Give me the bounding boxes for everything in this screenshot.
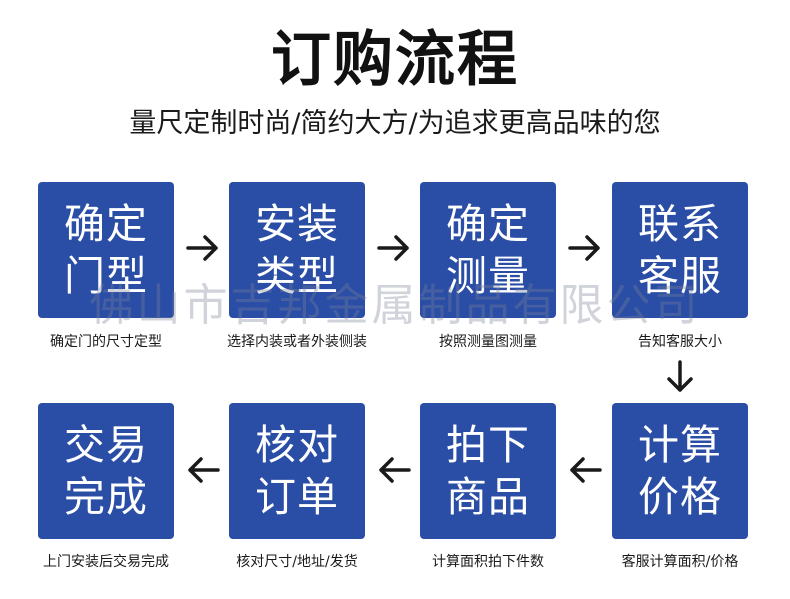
step-card-line2: 完成 bbox=[64, 473, 148, 521]
arrow-left-icon bbox=[568, 455, 602, 485]
step-card-measure: 确定 测量 bbox=[420, 182, 556, 318]
step-card-line1: 核对 bbox=[255, 421, 339, 469]
step-caption: 确定门的尺寸定型 bbox=[50, 334, 162, 350]
step-card-line1: 确定 bbox=[64, 200, 148, 248]
page-subtitle: 量尺定制时尚/简约大方/为追求更高品味的您 bbox=[129, 108, 661, 139]
step-card-line1: 安装 bbox=[255, 200, 339, 248]
step-card-line2: 价格 bbox=[638, 473, 722, 521]
arrow-left-icon bbox=[377, 455, 411, 485]
step-caption: 按照测量图测量 bbox=[439, 334, 537, 350]
step-card-place-order: 拍下 商品 bbox=[420, 403, 556, 539]
arrow-right-icon bbox=[377, 233, 411, 263]
step-card-install-type: 安装 类型 bbox=[229, 182, 365, 318]
arrow-right-icon bbox=[568, 233, 602, 263]
step-card-line2: 门型 bbox=[64, 252, 148, 300]
step-caption: 核对尺寸/地址/发货 bbox=[236, 554, 358, 570]
step-card-line1: 联系 bbox=[638, 200, 722, 248]
step-card-line1: 拍下 bbox=[446, 421, 530, 469]
step-caption: 上门安装后交易完成 bbox=[43, 554, 169, 570]
step-card-calc-price: 计算 价格 bbox=[612, 403, 748, 539]
step-card-line2: 类型 bbox=[255, 252, 339, 300]
step-card-check-order: 核对 订单 bbox=[229, 403, 365, 539]
step-card-deal-done: 交易 完成 bbox=[38, 403, 174, 539]
page-title: 订购流程 bbox=[271, 25, 519, 95]
step-card-line1: 确定 bbox=[446, 200, 530, 248]
step-card-line2: 客服 bbox=[638, 252, 722, 300]
step-caption: 告知客服大小 bbox=[638, 334, 722, 350]
arrow-right-icon bbox=[186, 233, 220, 263]
step-card-line2: 订单 bbox=[255, 473, 339, 521]
step-caption: 计算面积拍下件数 bbox=[432, 554, 544, 570]
step-caption: 选择内装或者外装侧装 bbox=[227, 334, 367, 350]
step-card-contact-service: 联系 客服 bbox=[612, 182, 748, 318]
arrow-left-icon bbox=[186, 455, 220, 485]
step-caption: 客服计算面积/价格 bbox=[621, 554, 739, 570]
arrow-down-icon bbox=[666, 360, 694, 394]
step-card-line1: 交易 bbox=[64, 421, 148, 469]
step-card-line2: 测量 bbox=[446, 252, 530, 300]
step-card-choose-door: 确定 门型 bbox=[38, 182, 174, 318]
step-card-line1: 计算 bbox=[638, 421, 722, 469]
step-card-line2: 商品 bbox=[446, 473, 530, 521]
